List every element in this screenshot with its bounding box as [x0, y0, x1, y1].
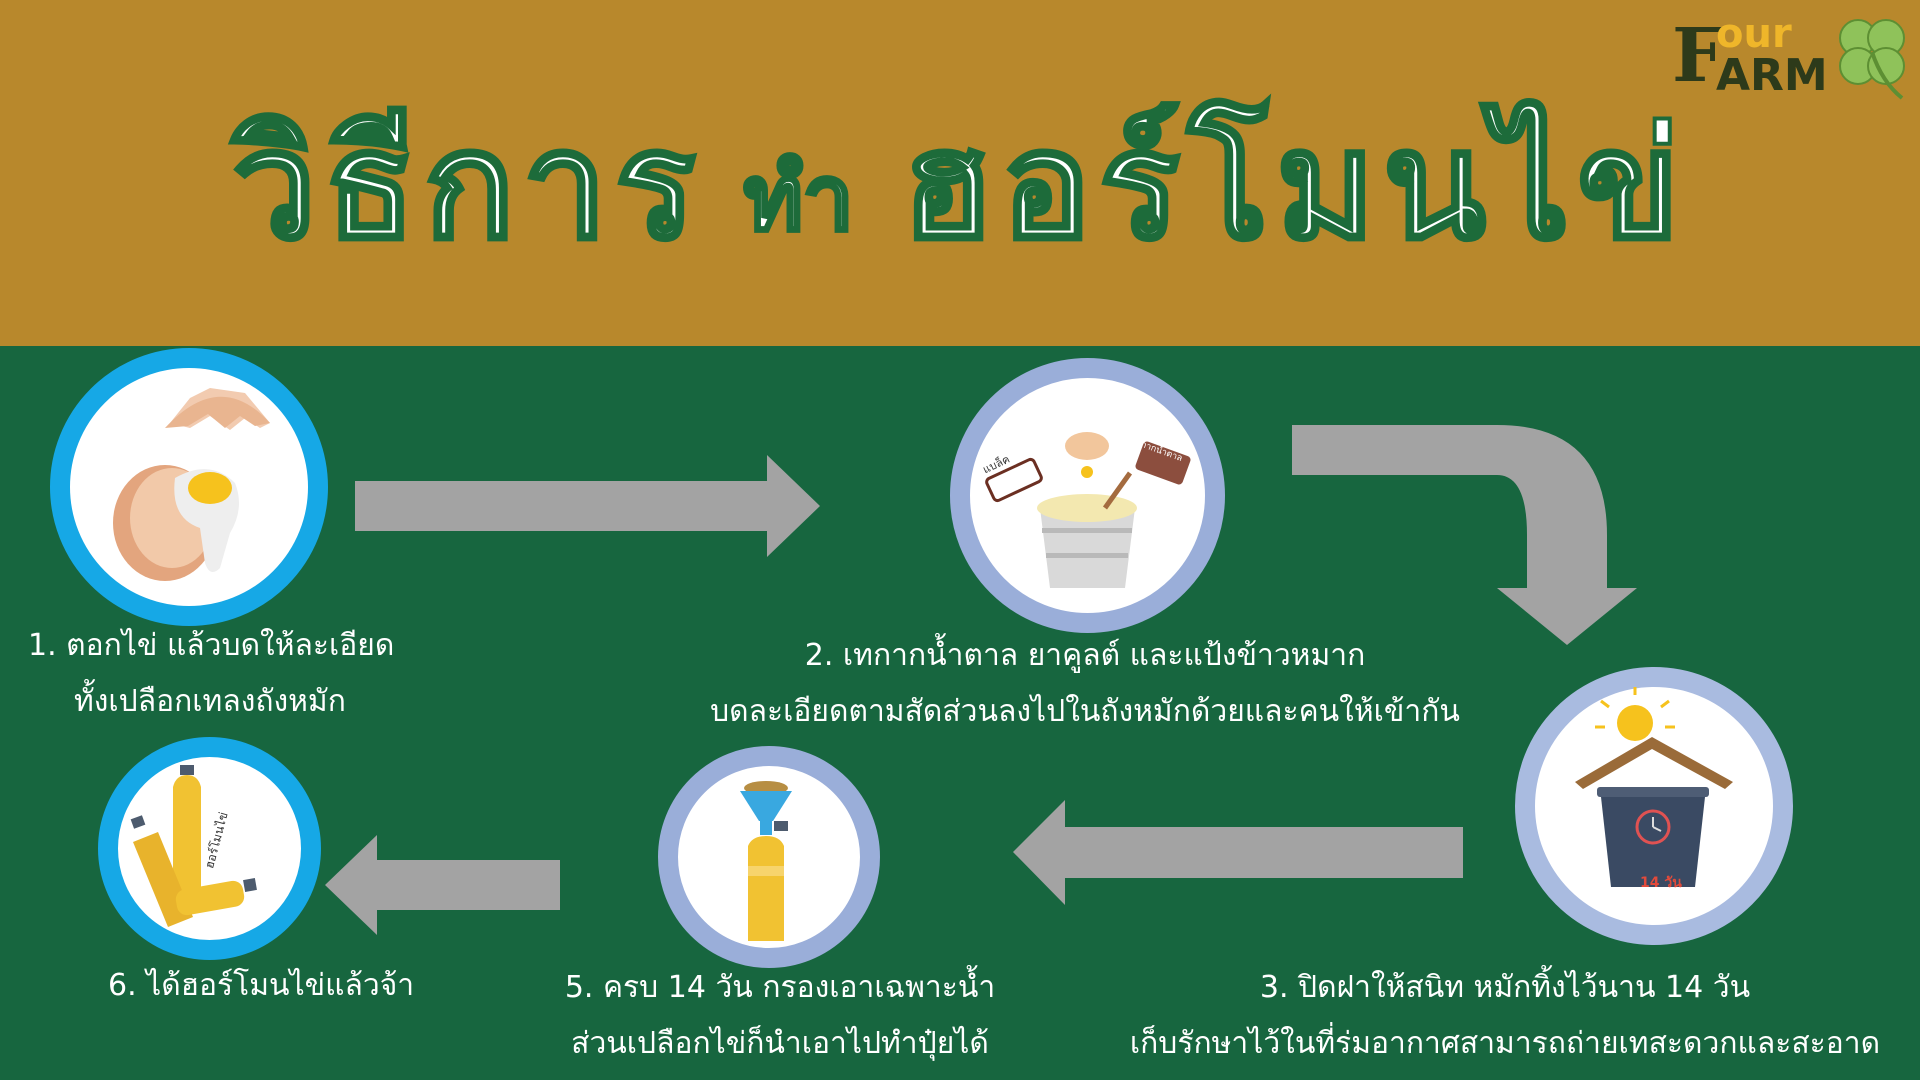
title-part-method: วิธีการ: [230, 95, 704, 275]
step2-text: 2. เทกากน้ำตาล ยาคูลต์ และแป้งข้าวหมาก บ…: [655, 628, 1515, 740]
mixing-bucket-icon: [985, 432, 1191, 588]
clover-icon: [1839, 19, 1905, 100]
step3-line2: เก็บรักษาไว้ในที่ร่มอากาศสามารถถ่ายเทสะด…: [1129, 1026, 1881, 1061]
step1-line1: 1. ตอกไข่ แล้วบดให้ละเอียด: [28, 628, 395, 663]
step3-text: 3. ปิดฝาให้สนิท หมักทิ้งไว้นาน 14 วัน เก…: [1100, 960, 1910, 1072]
arrow-left-2: [325, 835, 560, 935]
funnel-bottle-icon: [740, 781, 792, 941]
step1-line2: ทั้งเปลือกเทลงถังหมัก: [74, 684, 346, 719]
header-banner: วิธีการ ทำ ฮอร์โมนไข่ F our ARM: [0, 0, 1920, 346]
step3-line1: 3. ปิดฝาให้สนิท หมักทิ้งไว้นาน 14 วัน: [1259, 970, 1751, 1005]
step6-text: 6. ได้ฮอร์โมนไข่แล้วจ้า: [108, 958, 414, 1014]
four-farm-logo: F our ARM: [1672, 12, 1912, 102]
step1-egg-circle: [50, 348, 328, 626]
logo-our: our: [1716, 11, 1792, 57]
title-part-egg-hormone: ฮอร์โมนไข่: [900, 95, 1688, 275]
hormone-bottles-icon: [130, 765, 257, 927]
arrow-right-1: [355, 455, 820, 557]
arrow-curve-down: [1292, 425, 1637, 645]
step3-fermenting-circle: 14 วัน: [1515, 667, 1793, 945]
bin-days-label: 14 วัน: [1640, 875, 1682, 891]
logo-letter-f: F: [1672, 13, 1725, 99]
step5-text: 5. ครบ 14 วัน กรองเอาเฉพาะน้ำ ส่วนเปลือก…: [555, 960, 1005, 1072]
step6-finished-circle: ฮอร์โมนไข่: [98, 737, 321, 960]
fermentation-bin-icon: [1575, 687, 1733, 887]
step5-line2: ส่วนเปลือกไข่ก็นำเอาไปทำปุ๋ยได้: [571, 1026, 989, 1061]
step1-text: 1. ตอกไข่ แล้วบดให้ละเอียด ทั้งเปลือกเทล…: [28, 618, 394, 730]
step5-line1: 5. ครบ 14 วัน กรองเอาเฉพาะน้ำ: [564, 970, 996, 1005]
step5-filter-circle: [658, 746, 880, 968]
logo-arm: ARM: [1716, 50, 1828, 101]
arrow-left-1: [1013, 800, 1463, 905]
title-part-make: ทำ: [742, 143, 862, 253]
step2-line2: บดละเอียดตามสัดส่วนลงไปในถังหมักด้วยและค…: [710, 694, 1460, 729]
step2-line1: 2. เทกากน้ำตาล ยาคูลต์ และแป้งข้าวหมาก: [804, 638, 1366, 673]
page-title: วิธีการ ทำ ฮอร์โมนไข่: [0, 90, 1920, 293]
step6-line1: 6. ได้ฮอร์โมนไข่แล้วจ้า: [108, 968, 415, 1003]
step2-mixing-circle: [950, 358, 1225, 633]
cracked-egg-icon: [113, 388, 270, 581]
